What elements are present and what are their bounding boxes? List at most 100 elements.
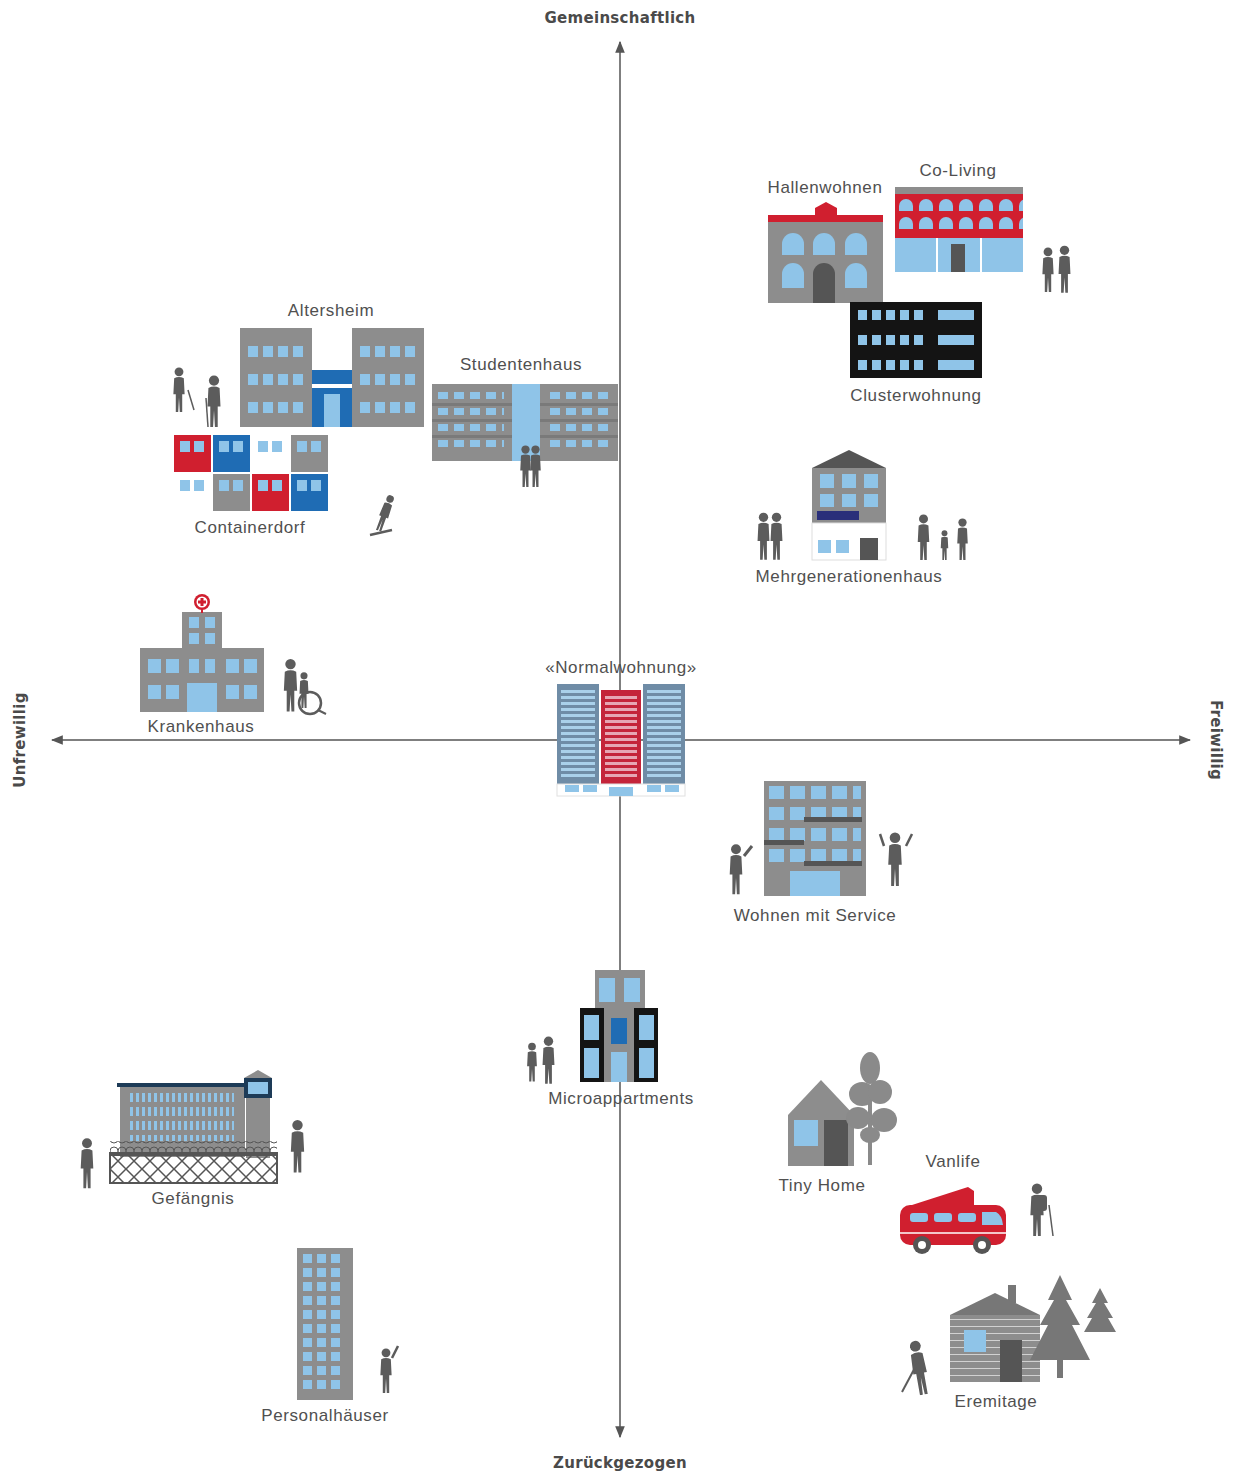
hall-building: [782, 263, 804, 288]
hospital-building: [148, 659, 161, 673]
container-building: [174, 435, 328, 511]
container-building: [213, 435, 250, 472]
student-building: [438, 392, 504, 448]
housing-node: Mehrgenerationenhaus: [734, 450, 964, 588]
housing-label: Co-Living: [883, 160, 1033, 182]
service-building: [764, 781, 866, 896]
hospital-building: [244, 659, 257, 673]
hospital-building: [187, 683, 217, 712]
van-vehicle: [918, 1241, 926, 1249]
housing-label: Clusterwohnung: [831, 385, 1001, 407]
axis-label: Zurückgezogen: [553, 1454, 687, 1472]
conifer-illustration: [1057, 1358, 1063, 1378]
housing-node: Gefängnis: [108, 1073, 278, 1210]
container-building: [180, 480, 190, 491]
container-building: [174, 474, 211, 511]
hermitage-building: [950, 1293, 1040, 1315]
hospital-building: [198, 601, 206, 604]
elderly-figures: [208, 375, 221, 427]
container-building: [252, 435, 289, 472]
cluster-building: [938, 310, 974, 320]
hermitage-building: [964, 1330, 986, 1352]
people-figures: [1042, 246, 1070, 293]
hermitage-building: [950, 1285, 1040, 1382]
container-building: [272, 441, 282, 452]
multigeneration-building: [842, 474, 856, 488]
container-building: [297, 480, 307, 491]
hall-building: [768, 215, 883, 222]
multigeneration-building: [842, 494, 856, 507]
van-vehicle: [900, 1187, 1006, 1254]
retirement-building: [240, 328, 312, 427]
container-building: [213, 474, 250, 511]
cluster-building: [938, 335, 974, 345]
hospital-building: [194, 594, 210, 610]
multigeneration-building: [820, 474, 834, 488]
cluster-building: [858, 310, 928, 372]
tree-illustration: [846, 1107, 870, 1129]
elderly-figures: [173, 367, 184, 412]
cluster-building: [850, 302, 982, 378]
multigeneration-building: [817, 511, 859, 520]
retirement-building: [312, 384, 352, 388]
hall-building: [815, 202, 837, 208]
axis-label: Freiwillig: [1207, 700, 1225, 780]
conifer-illustration: [1030, 1275, 1116, 1378]
container-building: [258, 480, 268, 491]
hospital-building: [197, 597, 208, 608]
elderly-figures: [173, 367, 220, 427]
container-building: [291, 435, 328, 472]
van-vehicle: [913, 1236, 931, 1254]
housing-label: Eremitage: [931, 1391, 1061, 1413]
prison-building: [244, 1070, 272, 1078]
housing-label: Containerdorf: [165, 517, 335, 539]
hospital-building: [182, 612, 222, 648]
retirement-building: [352, 328, 424, 427]
student-building: [550, 392, 614, 448]
apartment-building: [557, 784, 685, 796]
hospital-building: [205, 633, 215, 644]
hall-building: [768, 202, 883, 303]
housing-node: «Normalwohnung»: [531, 657, 711, 796]
micro-building: [624, 978, 640, 1002]
hiker-figure: [1037, 1195, 1047, 1211]
container-building: [180, 441, 190, 452]
housing-node: Vanlife: [888, 1151, 1018, 1256]
micro-building: [611, 1018, 627, 1044]
service-building: [764, 781, 866, 896]
housing-label: Microappartments: [526, 1088, 716, 1110]
apartment-building: [557, 684, 685, 796]
student-figures: [520, 445, 531, 487]
multigeneration-building: [836, 540, 849, 553]
micro-building: [584, 1015, 599, 1040]
worker-figures: [744, 846, 752, 856]
van-vehicle: [934, 1213, 952, 1222]
apartment-building: [561, 688, 595, 780]
micro-building: [611, 1052, 627, 1082]
housing-label: Krankenhaus: [126, 716, 276, 738]
staff-figure: [380, 1346, 398, 1393]
housing-node: Personalhäuser: [240, 1248, 410, 1427]
container-building: [291, 474, 328, 511]
housing-node: Wohnen mit Service: [715, 781, 915, 927]
hospital-building: [201, 609, 203, 613]
hall-building: [845, 263, 867, 288]
container-building: [233, 441, 243, 452]
apartment-building: [605, 694, 637, 780]
container-building: [233, 480, 243, 491]
prison-building: [248, 1082, 268, 1094]
worker-figures: [880, 834, 884, 846]
guard-figures: [81, 1120, 304, 1188]
tiny-building: [824, 1120, 848, 1166]
hospital-building: [140, 594, 264, 712]
apartment-building: [583, 785, 597, 792]
prison-building: [117, 1083, 245, 1087]
hospital-building: [166, 685, 179, 699]
container-building: [174, 435, 211, 472]
patient-figures: [300, 672, 309, 708]
tree-illustration: [860, 1052, 880, 1084]
multigeneration-building: [812, 468, 886, 523]
micro-building: [639, 1048, 654, 1078]
shared-building: [936, 238, 938, 272]
